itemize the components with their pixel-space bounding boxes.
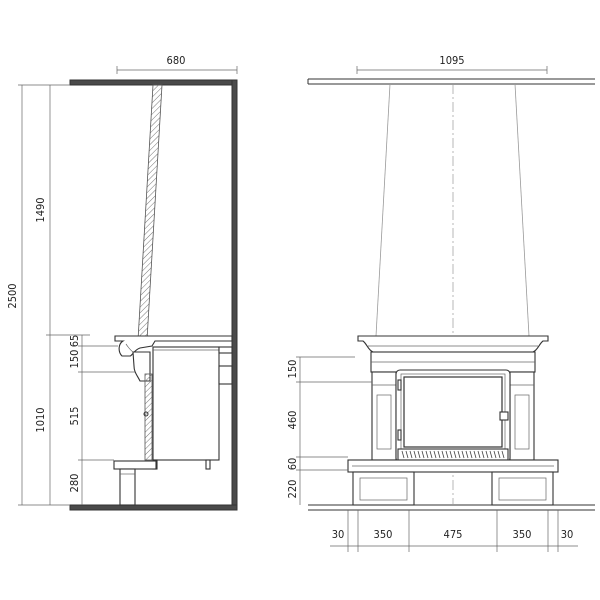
dim-label-hearth: 60: [286, 458, 299, 471]
grate-bar: [429, 450, 433, 459]
grate-bar: [473, 450, 477, 459]
dim-label-bottom-2: 475: [444, 528, 463, 541]
door-hinge-left-bottom: [397, 429, 402, 441]
base-block-left: [352, 471, 415, 506]
grate-bar: [465, 450, 469, 459]
grate-bar: [425, 450, 429, 459]
grate-bar: [437, 450, 441, 459]
grate-bar: [405, 450, 409, 459]
hearth-pedestal: [119, 468, 136, 506]
grate-bar: [457, 450, 461, 459]
back-wall: [231, 79, 238, 511]
grate-bar: [501, 450, 505, 459]
rear-plate: [218, 346, 233, 354]
rear-box: [218, 365, 233, 385]
base-block-right-panel: [498, 477, 547, 501]
grate-bar: [401, 450, 405, 459]
dim-label-bottom-3: 350: [513, 528, 532, 541]
grate-bar: [461, 450, 465, 459]
ash-grate: [397, 448, 509, 461]
door-hinge-left-top: [397, 379, 402, 391]
grate-bar: [449, 450, 453, 459]
ceiling-wall: [69, 79, 238, 86]
dim-label-plinth: 280: [68, 474, 81, 493]
grate-bar: [481, 450, 485, 459]
grate-bar: [489, 450, 493, 459]
pilaster-right: [509, 371, 535, 461]
dim-total-height: 2500: [6, 84, 70, 506]
base-block-left-panel: [359, 477, 408, 501]
dim-label: 1010: [34, 407, 47, 432]
hearth-slab: [113, 460, 157, 470]
dim-label-base: 220: [286, 480, 299, 499]
grate-bar: [417, 450, 421, 459]
side-view: 680 2500 1490 1010 65 150 515 280: [6, 54, 238, 511]
dim-front-chain: 150 460 60 220: [286, 356, 372, 505]
front-mantel: [357, 335, 549, 353]
grate-bar: [413, 450, 417, 459]
door-frame-side: [144, 373, 153, 461]
grate-bar: [433, 450, 437, 459]
dim-front-top: 1095: [356, 54, 548, 74]
hood-left: [375, 83, 391, 337]
dim-label: 2500: [6, 283, 19, 308]
stove-door-glass: [403, 376, 503, 448]
mantel-shelf: [114, 335, 233, 357]
door-hinge: [143, 411, 149, 417]
grate-bar: [493, 450, 497, 459]
dim-label: 680: [167, 54, 186, 67]
grate-bar: [469, 450, 473, 459]
dim-label: 1490: [34, 197, 47, 222]
grate-bar: [421, 450, 425, 459]
dim-side-chain: 65 150 515 280: [68, 335, 135, 505]
grate-bars: [401, 450, 505, 459]
front-view: 1095 150 460 60 220 30 350 475 350: [286, 54, 595, 552]
base-block-right: [491, 471, 554, 506]
dim-front-bottom: 30 350 475 350 30: [330, 510, 578, 552]
dim-label-frieze: 150: [68, 350, 81, 369]
dim-side-top: 680: [116, 54, 238, 74]
pilaster-left-panel: [376, 394, 392, 450]
grate-bar: [485, 450, 489, 459]
dim-upper-height: 1490: [34, 85, 90, 336]
grate-bar: [441, 450, 445, 459]
floor: [69, 504, 238, 511]
stove-body: [152, 346, 220, 461]
dim-label-bottom-0: 30: [332, 528, 345, 541]
dim-label-body: 515: [68, 407, 81, 426]
pilaster-right-panel: [514, 394, 530, 450]
dim-label: 1095: [439, 54, 464, 67]
grate-bar: [453, 450, 457, 459]
chimney-flue: [137, 84, 163, 341]
dim-label-door: 460: [286, 411, 299, 430]
hood-right: [514, 83, 530, 337]
dim-label-mantel: 65: [68, 335, 81, 348]
dim-label-frieze: 150: [286, 360, 299, 379]
stove-leg-2: [205, 459, 211, 470]
dim-label-bottom-1: 350: [374, 528, 393, 541]
grate-bar: [445, 450, 449, 459]
grate-bar: [497, 450, 501, 459]
dim-label-bottom-4: 30: [561, 528, 574, 541]
grate-bar: [477, 450, 481, 459]
dim-lower-height: 1010: [34, 335, 51, 505]
door-handle-right: [499, 411, 509, 421]
grate-bar: [409, 450, 413, 459]
